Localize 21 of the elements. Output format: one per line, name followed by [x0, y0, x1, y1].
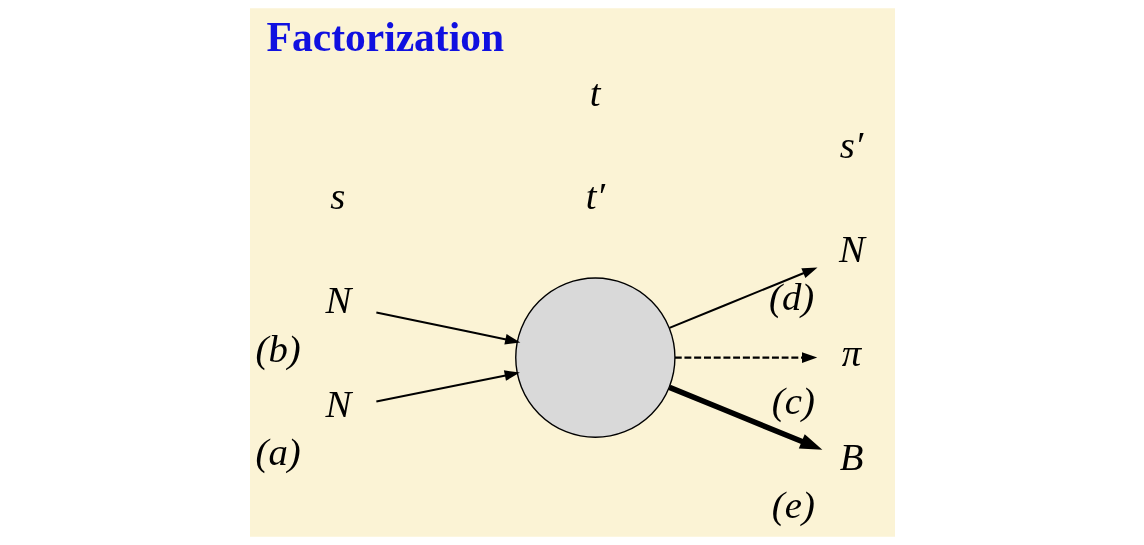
node-text: π: [841, 330, 861, 374]
arrow: [674, 352, 817, 363]
label: s′: [839, 123, 863, 167]
label: t′: [585, 174, 605, 218]
diagram-title: Factorization: [266, 14, 504, 61]
node-text: B: [839, 434, 863, 478]
node-label: (e): [771, 483, 815, 527]
node-text: N: [838, 226, 865, 270]
label: t: [589, 70, 601, 114]
node-text: N: [324, 278, 351, 322]
arrow: [375, 370, 520, 403]
node-circle: [514, 277, 676, 438]
arrow: [375, 311, 520, 345]
node-text: N: [324, 382, 351, 425]
node-label: (b): [255, 326, 301, 370]
node-label: (c): [771, 379, 815, 423]
arrow: [668, 267, 817, 329]
node-label: (a): [255, 430, 301, 474]
node-label: (d): [768, 275, 814, 319]
arrow: [667, 384, 822, 450]
label: s: [329, 174, 345, 218]
